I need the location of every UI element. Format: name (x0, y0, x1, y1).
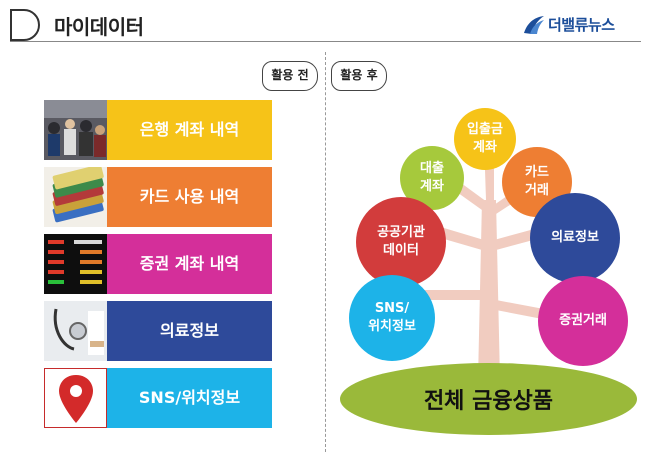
stethoscope-photo (44, 301, 107, 361)
category-bar: 카드 사용 내역 (107, 167, 272, 227)
tree-node-public: 공공기관 데이터 (356, 197, 446, 287)
tab-after: 활용 후 (331, 61, 387, 91)
tree-node-loan: 대출 계좌 (400, 146, 464, 210)
section-divider (325, 52, 326, 452)
category-row-medical: 의료정보 (44, 301, 272, 361)
header-divider (10, 41, 641, 42)
category-row-card: 카드 사용 내역 (44, 167, 272, 227)
logo: 더밸류뉴스 (522, 12, 642, 38)
page-title: 마이데이터 (54, 15, 144, 39)
category-bar: 의료정보 (107, 301, 272, 361)
category-bar: 증권 계좌 내역 (107, 234, 272, 294)
logo-text: 더밸류뉴스 (548, 16, 615, 34)
category-row-sns: SNS/위치정보 (44, 368, 272, 428)
location-pin-icon (44, 368, 107, 428)
header-tab-shape (10, 9, 40, 41)
credit-cards-photo (44, 167, 107, 227)
ground-label: 전체 금융상품 (423, 389, 554, 414)
category-row-stock: 증권 계좌 내역 (44, 234, 272, 294)
category-row-bank: 은행 계좌 내역 (44, 100, 272, 160)
tab-before: 활용 전 (262, 61, 318, 91)
ground-ellipse (340, 363, 637, 435)
tree-node-sns: SNS/ 위치정보 (349, 275, 435, 361)
category-bar: SNS/위치정보 (107, 368, 272, 428)
logo-mark-icon (524, 16, 544, 34)
tree-node-medical: 의료정보 (530, 193, 620, 283)
tree-node-deposit: 입출금 계좌 (454, 108, 516, 170)
tree-node-stock: 증권거래 (538, 276, 628, 366)
people-photo (44, 100, 107, 160)
stock-board-photo (44, 234, 107, 294)
category-bar: 은행 계좌 내역 (107, 100, 272, 160)
